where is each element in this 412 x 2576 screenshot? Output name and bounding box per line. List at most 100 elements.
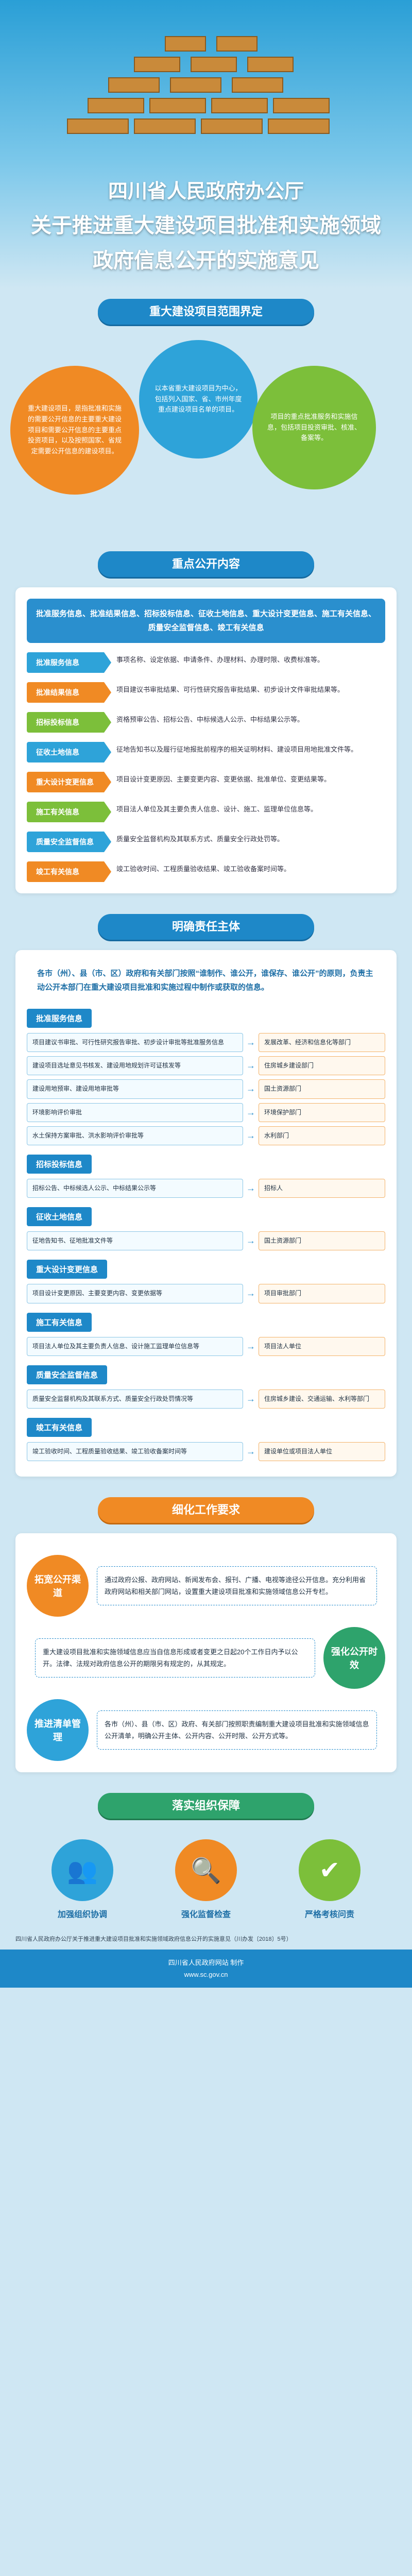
source-note: 四川省人民政府办公厅关于推进重大建设项目批准和实施领域政府信息公开的实施意见（川… (15, 1936, 292, 1943)
content-item-desc: 质量安全监督机构及其联系方式、质量安全行政处罚等。 (116, 835, 284, 843)
responsibility-unit: 项目审批部门 (259, 1284, 385, 1303)
content-item: 批准服务信息事项名称、设定依据、申请条件、办理材料、办理时限、收费标准等。 (27, 652, 385, 673)
responsibility-list: 招标公告、中标候选人公示、中标结果公示等→招标人 (27, 1178, 385, 1198)
arrow-right-icon: → (246, 1446, 255, 1456)
responsibility-category-title: 批准服务信息 (27, 1009, 92, 1028)
responsibility-unit: 住房城乡建设部门 (259, 1056, 385, 1076)
responsibility-row: 建设用地预审、建设用地审批等→国土资源部门 (27, 1079, 385, 1099)
responsibility-category-title: 重大设计变更信息 (27, 1260, 108, 1279)
check-icon: ✔ (299, 1839, 360, 1902)
content-item-desc: 征地告知书以及履行征地报批前程序的相关证明材料、建设项目用地批准文件等。 (116, 745, 358, 753)
content-item-tag: 批准服务信息 (27, 652, 111, 673)
responsibility-list: 竣工验收时间、工程质量验收结果、竣工验收备案时间等→建设单位或项目法人单位 (27, 1442, 385, 1462)
responsibility-content: 建设用地预审、建设用地审批等 (27, 1079, 243, 1099)
guarantee-label-3: 严格考核问责 (304, 1910, 354, 1920)
guarantee-list: 👥 加强组织协调 🔍 强化监督检查 ✔ 严格考核问责 (0, 1829, 412, 1930)
content-item-desc: 资格预审公告、招标公告、中标候选人公示、中标结果公示等。 (116, 716, 304, 723)
guarantee-item-2: 🔍 强化监督检查 (175, 1839, 237, 1920)
arrow-right-icon: → (246, 1060, 255, 1071)
content-item-desc: 竣工验收时间、工程质量验收结果、竣工验收备案时间等。 (116, 865, 291, 873)
title-line-1: 四川省人民政府办公厅 (108, 181, 304, 202)
scope-section: 重大建设项目，是指批准和实施的需要公开信息的主要重大建设项目和需要公开信息的主要… (0, 335, 412, 541)
responsibility-intro: 各市（州）、县（市、区）政府和有关部门按照“谁制作、谁公开，谁保存、谁公开”的原… (37, 969, 373, 992)
guarantee-item-3: ✔ 严格考核问责 (299, 1839, 360, 1920)
responsibility-list: 项目建议书审批、可行性研究报告审批、初步设计审批等批准服务信息→发展改革、经济和… (27, 1033, 385, 1145)
responsibility-row: 招标公告、中标候选人公示、中标结果公示等→招标人 (27, 1178, 385, 1198)
arrow-right-icon: → (246, 1341, 255, 1351)
requirements-banner: 细化工作要求 (98, 1497, 314, 1523)
responsibility-unit: 项目法人单位 (259, 1336, 385, 1356)
content-item-desc: 事项名称、设定依据、申请条件、办理材料、办理时限、收费标准等。 (116, 656, 324, 664)
content-item-tag: 质量安全监督信息 (27, 832, 111, 852)
content-keywords: 批准服务信息、批准结果信息、招标投标信息、征收土地信息、重大设计变更信息、施工有… (27, 599, 385, 643)
scope-banner: 重大建设项目范围界定 (98, 299, 314, 325)
arrow-right-icon: → (246, 1235, 255, 1246)
responsibility-unit: 国土资源部门 (259, 1231, 385, 1251)
scope-bubble-3: 项目的重点批准服务和实施信息，包括项目投资审批、核准、备案等。 (252, 366, 376, 489)
responsibility-category: 竣工有关信息竣工验收时间、工程质量验收结果、竣工验收备案时间等→建设单位或项目法… (27, 1417, 385, 1462)
responsibility-unit: 建设单位或项目法人单位 (259, 1442, 385, 1462)
responsibility-content: 征地告知书、征地批准文件等 (27, 1231, 243, 1251)
responsibility-row: 项目设计变更原因、主要变更内容、变更依据等→ 项目审批部门 (27, 1284, 385, 1303)
scope-bubble-1: 重大建设项目，是指批准和实施的需要公开信息的主要重大建设项目和需要公开信息的主要… (10, 366, 139, 495)
responsibility-row: 环境影响评价审批→ 环境保护部门 (27, 1103, 385, 1122)
responsibility-categories: 批准服务信息项目建议书审批、可行性研究报告审批、初步设计审批等批准服务信息→发展… (27, 1009, 385, 1462)
content-item: 重大设计变更信息项目设计变更原因、主要变更内容、变更依据、批准单位、变更结果等。 (27, 772, 385, 792)
content-item: 批准结果信息项目建议书审批结果、可行性研究报告审批结果、初步设计文件审批结果等。 (27, 682, 385, 703)
arrow-right-icon: → (246, 1107, 255, 1117)
requirement-block-3: 推进清单管理 各市（州）、县（市、区）政府、有关部门按照职责编制重大建设项目批准… (27, 1699, 385, 1761)
responsibility-category-title: 征收土地信息 (27, 1207, 92, 1227)
responsibility-content: 项目建议书审批、可行性研究报告审批、初步设计审批等批准服务信息 (27, 1033, 243, 1053)
content-item-tag: 竣工有关信息 (27, 861, 111, 882)
magnifier-icon: 🔍 (175, 1839, 237, 1902)
responsibility-row: 征地告知书、征地批准文件等→ 国土资源部门 (27, 1231, 385, 1251)
guarantee-banner: 落实组织保障 (98, 1793, 314, 1819)
responsibility-unit: 国土资源部门 (259, 1079, 385, 1099)
content-item-desc: 项目设计变更原因、主要变更内容、变更依据、批准单位、变更结果等。 (116, 775, 331, 783)
responsibility-list: 项目法人单位及其主要负责人信息、设计施工监理单位信息等→项目法人单位 (27, 1336, 385, 1356)
arrow-right-icon: → (246, 1393, 255, 1404)
responsibility-list: 项目设计变更原因、主要变更内容、变更依据等→ 项目审批部门 (27, 1284, 385, 1303)
responsibility-category: 重大设计变更信息项目设计变更原因、主要变更内容、变更依据等→ 项目审批部门 (27, 1260, 385, 1303)
guarantee-item-1: 👥 加强组织协调 (52, 1839, 113, 1920)
content-item-tag: 征收土地信息 (27, 742, 111, 762)
responsibility-row: 质量安全监督机构及其联系方式、质量安全行政处罚情况等→ 住房城乡建设、交通运输、水… (27, 1389, 385, 1409)
title-line-3: 政府信息公开的实施意见 (93, 249, 319, 272)
requirement-text-3: 各市（州）、县（市、区）政府、有关部门按照职责编制重大建设项目批准和实施领域信息… (97, 1710, 377, 1750)
responsibility-list: 征地告知书、征地批准文件等→ 国土资源部门 (27, 1231, 385, 1251)
page: 四川省人民政府办公厅 关于推进重大建设项目批准和实施领域 政府信息公开的实施意见… (0, 0, 412, 1988)
responsibility-banner: 明确责任主体 (98, 914, 314, 940)
responsibility-category-title: 施工有关信息 (27, 1312, 92, 1332)
footer-link[interactable]: www.sc.gov.cn (184, 1971, 228, 1979)
content-item-tag: 招标投标信息 (27, 712, 111, 733)
arrow-right-icon: → (246, 1183, 255, 1194)
responsibility-content: 环境影响评价审批 (27, 1103, 243, 1122)
guarantee-label-2: 强化监督检查 (181, 1910, 231, 1920)
responsibility-category-title: 质量安全监督信息 (27, 1365, 108, 1384)
content-items-list: 批准服务信息事项名称、设定依据、申请条件、办理材料、办理时限、收费标准等。批准结… (27, 652, 385, 882)
responsibility-content: 招标公告、中标候选人公示、中标结果公示等 (27, 1178, 243, 1198)
responsibility-row: 建设项目选址意见书核发、建设用地规划许可证核发等→ 住房城乡建设部门 (27, 1056, 385, 1076)
requirement-circle-2: 强化公开时效 (323, 1627, 385, 1689)
responsibility-content: 建设项目选址意见书核发、建设用地规划许可证核发等 (27, 1056, 243, 1076)
responsibility-list: 质量安全监督机构及其联系方式、质量安全行政处罚情况等→ 住房城乡建设、交通运输、水… (27, 1389, 385, 1409)
responsibility-unit: 水利部门 (259, 1126, 385, 1145)
arrow-right-icon: → (246, 1288, 255, 1299)
requirement-circle-1: 拓宽公开渠道 (27, 1555, 89, 1617)
content-banner: 重点公开内容 (98, 551, 314, 577)
people-icon: 👥 (52, 1839, 113, 1902)
responsibility-row: 项目法人单位及其主要负责人信息、设计施工监理单位信息等→项目法人单位 (27, 1336, 385, 1356)
responsibility-unit: 环境保护部门 (259, 1103, 385, 1122)
responsibility-category-title: 招标投标信息 (27, 1154, 92, 1174)
requirement-block-1: 拓宽公开渠道 通过政府公报、政府网站、新闻发布会、报刊、广播、电视等途径公开信息… (27, 1555, 385, 1617)
responsibility-row: 竣工验收时间、工程质量验收结果、竣工验收备案时间等→建设单位或项目法人单位 (27, 1442, 385, 1462)
requirement-circle-3: 推进清单管理 (27, 1699, 89, 1761)
responsibility-content: 水土保持方案审批、洪水影响评价审批等 (27, 1126, 243, 1145)
responsibility-unit: 住房城乡建设、交通运输、水利等部门 (259, 1389, 385, 1409)
content-item-tag: 重大设计变更信息 (27, 772, 111, 792)
responsibility-content: 项目设计变更原因、主要变更内容、变更依据等 (27, 1284, 243, 1303)
responsibility-content: 质量安全监督机构及其联系方式、质量安全行政处罚情况等 (27, 1389, 243, 1409)
responsibility-category: 征收土地信息征地告知书、征地批准文件等→ 国土资源部门 (27, 1207, 385, 1251)
content-item-desc: 项目法人单位及其主要负责人信息、设计、施工、监理单位信息等。 (116, 805, 318, 813)
scope-bubble-2: 以本省重大建设项目为中心，包括列入国家、省、市州年度重点建设项目名单的项目。 (139, 340, 258, 459)
